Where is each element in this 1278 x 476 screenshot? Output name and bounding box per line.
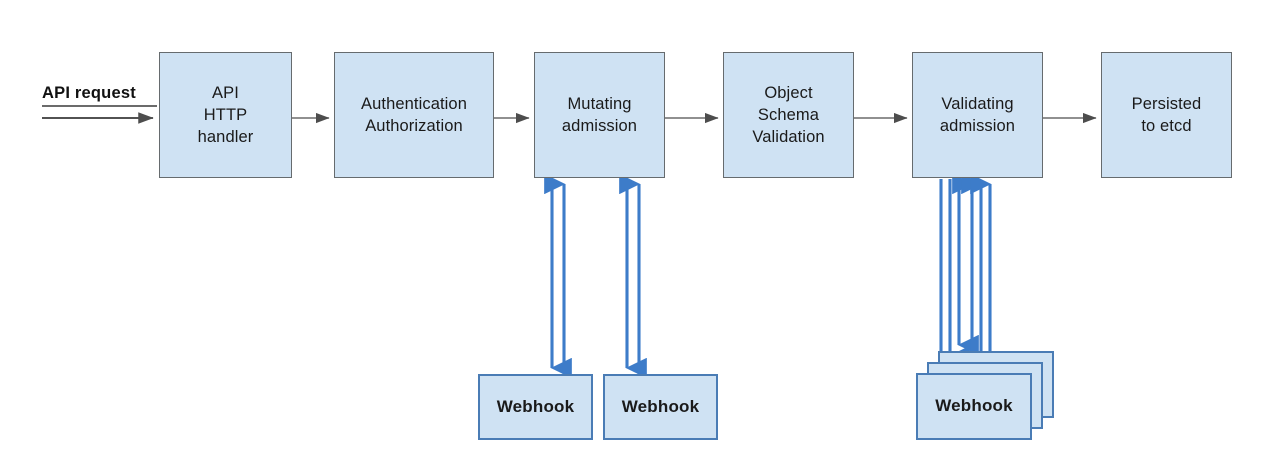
node-validating-admission[interactable]: Validating admission bbox=[912, 52, 1043, 178]
node-api-http-handler[interactable]: API HTTP handler bbox=[159, 52, 292, 178]
api-request-label: API request bbox=[42, 84, 136, 102]
node-mutating-webhook-1[interactable]: Webhook bbox=[478, 374, 593, 440]
node-mutating-webhook-2[interactable]: Webhook bbox=[603, 374, 718, 440]
node-validating-webhook-1[interactable]: Webhook bbox=[916, 373, 1032, 440]
node-persisted-to-etcd[interactable]: Persisted to etcd bbox=[1101, 52, 1232, 178]
node-object-schema-validation[interactable]: Object Schema Validation bbox=[723, 52, 854, 178]
node-mutating-admission[interactable]: Mutating admission bbox=[534, 52, 665, 178]
node-authentication-authorization[interactable]: Authentication Authorization bbox=[334, 52, 494, 178]
